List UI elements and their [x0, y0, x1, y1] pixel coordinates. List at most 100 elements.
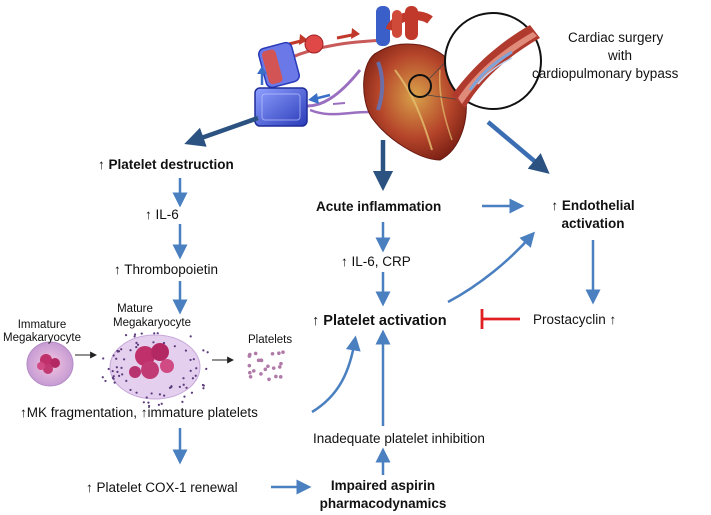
granule-dot — [157, 403, 160, 406]
granule-dot — [142, 401, 145, 404]
main-arrows — [184, 115, 550, 192]
platelet-dot — [277, 351, 281, 356]
granule-dot — [184, 349, 188, 352]
granule-dot — [202, 387, 205, 390]
granule-dot — [189, 369, 192, 372]
label-mature-mk-1: Mature — [117, 303, 153, 315]
platelet-dot — [278, 375, 283, 379]
node-cox1-renewal: ↑ Platelet COX-1 renewal — [86, 480, 238, 495]
platelet-dot — [267, 377, 271, 382]
granule-dot — [206, 351, 209, 354]
platelet-dot — [248, 370, 252, 375]
megakaryocyte-cell-icon — [26, 341, 74, 387]
platelet-dot — [259, 358, 263, 362]
granule-dot — [115, 366, 118, 369]
granule-dot — [140, 332, 143, 335]
granule-dot — [178, 385, 181, 388]
heart-illustration — [363, 6, 467, 161]
node-prostacyclin: Prostacyclin ↑ — [533, 312, 617, 327]
platelet-dot — [247, 363, 252, 368]
granule-dot — [158, 393, 161, 396]
granule-dot — [170, 385, 173, 388]
granule-dot — [101, 376, 104, 379]
granule-dot — [182, 383, 185, 386]
node-impaired-aspirin-2: pharmacodynamics — [319, 496, 447, 511]
node-endothelial-2: activation — [561, 216, 625, 231]
platelet-dot — [251, 369, 256, 373]
granule-dot — [122, 358, 126, 361]
granule-dot — [104, 379, 107, 383]
granule-dot — [112, 377, 115, 380]
granule-dot — [163, 394, 166, 397]
granule-dot — [118, 374, 121, 377]
granule-dot — [195, 367, 198, 370]
granule-dot — [181, 400, 184, 403]
granule-dot — [116, 370, 119, 373]
granule-dot — [135, 391, 138, 394]
granule-dot — [102, 357, 105, 360]
title-line-3: cardiopulmonary bypass — [532, 66, 679, 81]
granule-dot — [115, 357, 118, 360]
granule-dot — [111, 369, 114, 373]
granule-dot — [147, 401, 150, 404]
label-immature-mk-2: Megakaryocyte — [3, 332, 81, 344]
granule-dot — [133, 335, 136, 338]
platelet-dot — [281, 350, 285, 355]
granule-dot — [192, 358, 195, 361]
granule-dot — [156, 332, 159, 335]
granule-dot — [129, 349, 132, 352]
granule-dot — [121, 373, 124, 376]
granule-dot — [162, 341, 166, 345]
granule-dot — [202, 384, 205, 387]
node-il6-crp: ↑ IL-6, CRP — [341, 254, 411, 269]
arrow-to-destruction — [184, 115, 259, 147]
label-immature-mk-1: Immature — [17, 319, 67, 331]
granule-dot — [183, 395, 186, 398]
granule-dot — [112, 354, 115, 357]
granule-dot — [112, 375, 115, 378]
node-platelet-activation: ↑ Platelet activation — [312, 313, 447, 329]
granule-dot — [185, 386, 188, 389]
granule-dot — [189, 335, 192, 338]
title-line-2: with — [608, 48, 633, 63]
node-inadequate-inhibition: Inadequate platelet inhibition — [313, 431, 485, 446]
granule-dot — [136, 343, 140, 346]
maturation-arrows — [75, 351, 235, 364]
node-platelet-destruction: ↑ Platelet destruction — [98, 157, 234, 172]
granule-dot — [113, 381, 116, 384]
node-thrombopoietin: ↑ Thrombopoietin — [114, 262, 219, 277]
label-platelets: Platelets — [248, 334, 293, 346]
platelet-dot — [277, 365, 282, 369]
granule-dot — [120, 366, 123, 369]
vessel-zoom-icon — [444, 12, 542, 110]
granule-dot — [129, 388, 132, 392]
granule-dot — [191, 377, 195, 380]
platelet-dot — [248, 352, 252, 357]
label-mature-mk-2: Megakaryocyte — [113, 317, 191, 329]
granule-dot — [205, 367, 208, 370]
granule-dot — [120, 348, 123, 351]
platelet-dot — [270, 351, 275, 356]
platelet-dot — [274, 374, 278, 379]
platelet-dot — [271, 366, 276, 370]
granule-dot — [145, 396, 148, 399]
granule-dot — [189, 358, 192, 362]
granule-dot — [152, 341, 155, 344]
bypass-pump-icon — [254, 28, 386, 127]
platelet-dot — [259, 372, 263, 376]
granule-dot — [160, 402, 163, 405]
inhibition-symbol — [480, 309, 520, 329]
arrow-to-endothelial — [486, 120, 550, 174]
granule-dot — [116, 349, 119, 353]
granule-dot — [194, 374, 197, 377]
granule-dot — [135, 341, 138, 344]
mature-megakaryocyte-icon — [101, 332, 209, 408]
platelet-dot — [248, 375, 253, 379]
platelet-dot — [279, 361, 283, 366]
granule-dot — [135, 346, 138, 349]
platelet-dot — [263, 367, 268, 372]
node-acute-inflammation: Acute inflammation — [316, 199, 442, 214]
platelet-dot — [266, 364, 270, 369]
node-mk-fragmentation: ↑MK fragmentation, ↑immature platelets — [20, 405, 258, 420]
